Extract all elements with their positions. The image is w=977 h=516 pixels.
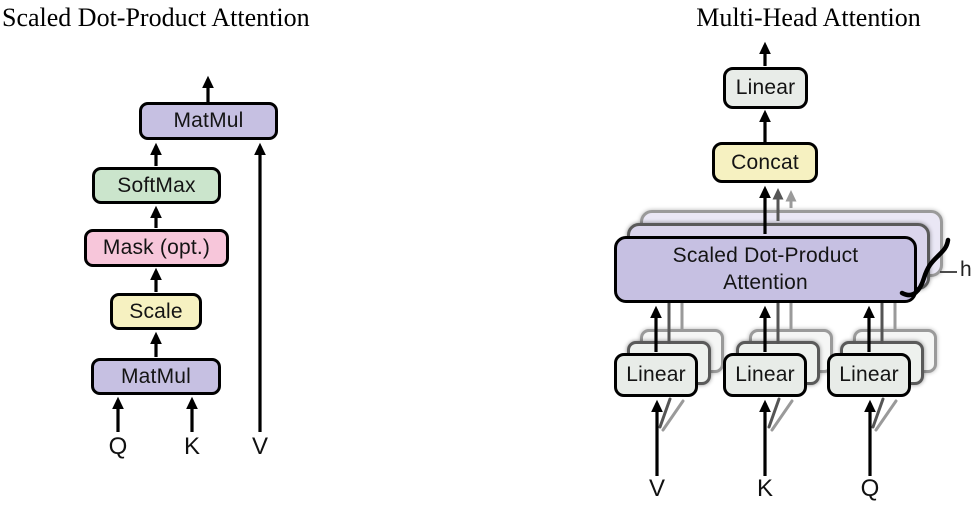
right-diagram-arrows <box>650 41 898 476</box>
concat-box: Concat <box>712 142 818 183</box>
diag-shadow-q2 <box>874 399 898 432</box>
concat-label: Concat <box>731 150 799 174</box>
linear-top-box: Linear <box>723 67 808 109</box>
matmul-bottom-box: MatMul <box>91 358 221 395</box>
linear-q-box: Linear <box>827 353 911 397</box>
matmul-top-label: MatMul <box>173 109 244 132</box>
k-input-label-left: K <box>183 433 200 460</box>
v-input-label-right: V <box>648 475 665 502</box>
left-diagram-arrows <box>112 75 266 432</box>
diag-shadow-v2 <box>661 399 685 432</box>
right-diagram-title: Multi-Head Attention <box>696 3 921 32</box>
q-input-label-right: Q <box>860 475 880 502</box>
v-input-label-left: V <box>251 433 268 460</box>
sdpa-front-box: Scaled Dot-Product Attention <box>614 236 917 303</box>
linear-top-label: Linear <box>735 76 796 99</box>
q-input-label-left: Q <box>108 433 128 460</box>
mask-box: Mask (opt.) <box>84 229 229 267</box>
diag-shadow-k1 <box>767 397 781 429</box>
linear-k-label: Linear <box>735 363 795 386</box>
matmul-bottom-label: MatMul <box>120 364 192 388</box>
mask-label: Mask (opt.) <box>102 236 211 259</box>
linear-v-label: Linear <box>626 363 686 386</box>
scale-label: Scale <box>129 299 183 323</box>
scale-box: Scale <box>110 293 202 330</box>
sdpa-label-line1: Scaled Dot-Product <box>672 243 859 267</box>
softmax-label: SoftMax <box>117 173 196 197</box>
sdpa-label-line2: Attention <box>723 270 808 294</box>
diag-shadow-q1 <box>871 397 885 429</box>
diag-shadow-v1 <box>658 397 672 429</box>
head-count-label: h <box>960 258 972 281</box>
softmax-box: SoftMax <box>92 167 221 204</box>
left-diagram-title: Scaled Dot-Product Attention <box>2 3 310 32</box>
matmul-top-box: MatMul <box>139 102 278 140</box>
linear-input-shadows <box>658 397 898 432</box>
linear-q-label: Linear <box>839 363 899 386</box>
linear-k-box: Linear <box>723 353 807 397</box>
k-input-label-right: K <box>756 475 773 502</box>
linear-v-box: Linear <box>614 353 698 397</box>
diag-shadow-k2 <box>770 399 794 432</box>
